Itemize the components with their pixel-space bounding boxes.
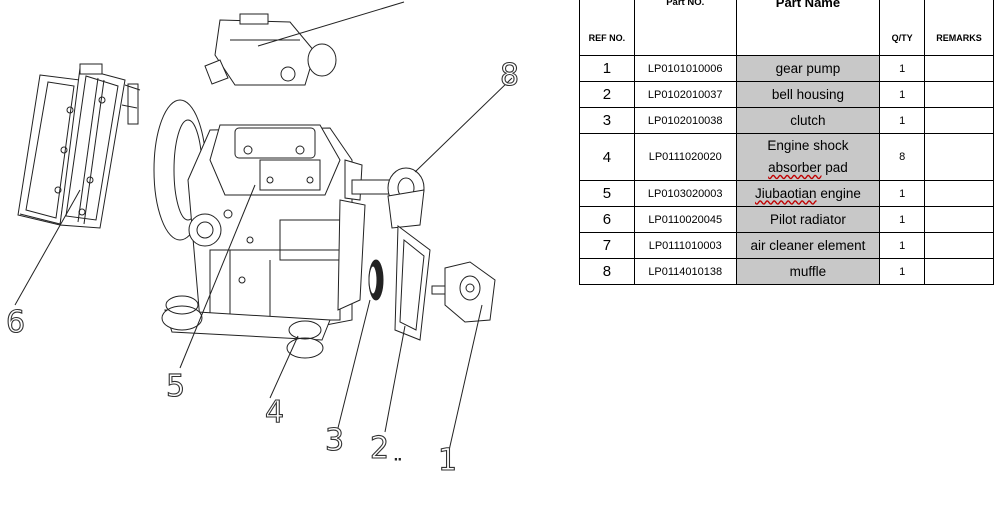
- remarks-cell: [924, 232, 994, 259]
- ref-cell: 7: [579, 232, 635, 259]
- part-name-cell: Pilot radiator: [735, 206, 881, 233]
- ref-cell: 6: [579, 206, 635, 233]
- qty-cell: 1: [879, 232, 926, 259]
- gear-pump-part: [431, 261, 496, 456]
- callout-8: 8: [500, 58, 519, 93]
- callout-2-suffix: ..: [394, 449, 402, 463]
- exploded-engine-drawing: 1 2 .. 3 4 5 6 8: [5, 1, 520, 479]
- engine-part: [153, 99, 366, 359]
- part-no-cell: LP0111020020: [633, 133, 737, 181]
- callout-3: 3: [325, 423, 344, 458]
- ref-cell: 4: [579, 133, 635, 181]
- header-ref-no: REF NO.: [579, 0, 635, 56]
- qty-cell: 1: [879, 258, 926, 285]
- part-no-cell: LP0101010006: [633, 55, 737, 82]
- callout-6: 6: [6, 305, 25, 340]
- part-name-cell: air cleaner element: [735, 232, 881, 259]
- part-name-post: engine: [816, 185, 861, 201]
- radiator-part: [17, 63, 141, 229]
- header-remarks: REMARKS: [924, 0, 994, 56]
- part-no-cell: LP0110020045: [633, 206, 737, 233]
- air-cleaner-part: [204, 1, 405, 86]
- part-name-line2-wavy: absorber: [768, 160, 822, 175]
- muffler-part: [351, 77, 513, 229]
- remarks-cell: [924, 107, 994, 134]
- ref-cell: 8: [579, 258, 635, 285]
- qty-cell: 1: [879, 55, 926, 82]
- parts-table: REF NO. Part NO. Part Name Q/TY REMARKS …: [579, 0, 994, 285]
- part-name-line2-post: pad: [821, 160, 848, 175]
- remarks-cell: [924, 180, 994, 207]
- remarks-cell: [924, 55, 994, 82]
- remarks-cell: [924, 258, 994, 285]
- qty-cell: 8: [879, 133, 926, 181]
- table-row: 1 LP0101010006 gear pump 1: [579, 55, 994, 82]
- part-name-cell: Engine shock absorber pad: [735, 133, 881, 181]
- part-no-cell: LP0114010138: [633, 258, 737, 285]
- part-name-cell: clutch: [735, 107, 881, 134]
- header-qty: Q/TY: [879, 0, 926, 56]
- remarks-cell: [924, 206, 994, 233]
- clutch-part: [337, 259, 384, 429]
- header-part-name: Part Name: [735, 0, 881, 56]
- table-row: 5 LP0103020003 Jiubaotian engine 1: [579, 180, 994, 207]
- remarks-cell: [924, 133, 994, 181]
- part-name-cell: gear pump: [735, 55, 881, 82]
- table-row: 6 LP0110020045 Pilot radiator 1: [579, 206, 994, 233]
- qty-cell: 1: [879, 81, 926, 108]
- part-name-cell: muffle: [735, 258, 881, 285]
- table-row: 7 LP0111010003 air cleaner element 1: [579, 232, 994, 259]
- callout-1: 1: [438, 443, 457, 478]
- part-name-cell: Jiubaotian engine: [735, 180, 881, 207]
- table-row: 8 LP0114010138 muffle 1: [579, 258, 994, 285]
- ref-cell: 2: [579, 81, 635, 108]
- ref-cell: 3: [579, 107, 635, 134]
- part-no-cell: LP0103020003: [633, 180, 737, 207]
- ref-cell: 5: [579, 180, 635, 207]
- remarks-cell: [924, 81, 994, 108]
- qty-cell: 1: [879, 107, 926, 134]
- part-no-cell: LP0111010003: [633, 232, 737, 259]
- qty-cell: 1: [879, 180, 926, 207]
- callout-5: 5: [166, 369, 185, 404]
- part-name-cell: bell housing: [735, 81, 881, 108]
- table-row: 2 LP0102010037 bell housing 1: [579, 81, 994, 108]
- ref-cell: 1: [579, 55, 635, 82]
- table-header-row: REF NO. Part NO. Part Name Q/TY REMARKS: [579, 0, 994, 56]
- callout-4: 4: [265, 395, 284, 430]
- bell-housing-part: [384, 225, 431, 433]
- table-row: 3 LP0102010038 clutch 1: [579, 107, 994, 134]
- part-name-line1: Engine shock: [767, 138, 849, 153]
- part-no-cell: LP0102010038: [633, 107, 737, 134]
- part-name-wavy: Jiubaotian: [755, 185, 817, 201]
- qty-cell: 1: [879, 206, 926, 233]
- callout-2: 2: [370, 431, 389, 466]
- part-no-cell: LP0102010037: [633, 81, 737, 108]
- header-part-no: Part NO.: [633, 0, 737, 56]
